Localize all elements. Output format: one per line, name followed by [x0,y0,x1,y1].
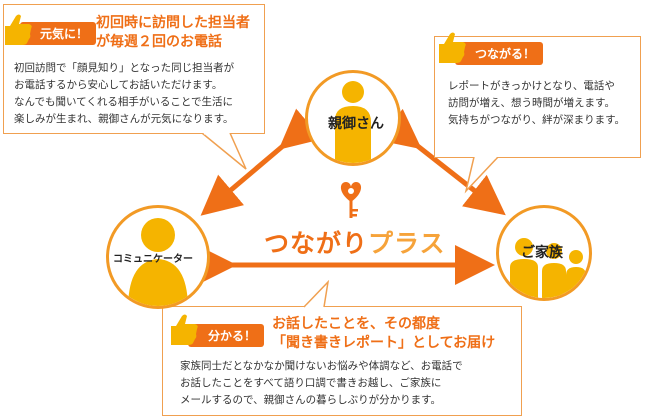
label-parent: 親御さん [328,116,384,132]
family-icon [510,238,586,298]
thumbs-up-hand-icon [439,32,466,63]
thumbs-up-hand-icon [171,314,198,345]
node-communicator: コミュニケーター [106,205,210,309]
heart-key-logo-icon [340,182,362,218]
badge-understand: 分かる！ [188,324,265,347]
badge-energetic: 元気に！ [20,22,97,45]
center-title-main: つながり [264,229,369,258]
label-family: ご家族 [521,245,563,261]
arrow-parent-communicator [200,108,323,216]
headline-understand: お話したことを、その都度 「聞き書きレポート」としてお届け [272,316,496,351]
center-title: つながりプラス [264,224,446,260]
center-title-plus: プラス [368,229,446,258]
bubble-tail-bottom [303,280,330,309]
headline-energetic: 初回時に訪問した担当者 が毎週２回のお電話 [96,15,250,50]
body-connect: レポートがきっかけとなり、電話や 訪問が増え、想う時間が増えます。 気持ちがつな… [448,80,626,126]
arrow-parent-family [377,108,506,216]
badge-connect: つながる！ [455,42,544,65]
thumbs-up-hand-icon [5,14,32,45]
node-family: ご家族 [496,205,592,301]
label-communicator: コミュニケーター [113,254,193,265]
bubble-tail-top-right [464,157,499,194]
operator-icon [128,218,188,306]
bubble-tail-top-left [201,133,247,170]
elderly-person-icon [335,81,371,163]
node-parent: 親御さん [305,70,401,166]
body-understand: 家族同士だとなかなか聞けないお悩みや体調など、お電話で お話したことをすべて語り… [180,360,463,406]
body-energetic: 初回訪問で「顔見知り」となった同じ担当者が お電話するから安心してお話いただけま… [14,62,235,125]
